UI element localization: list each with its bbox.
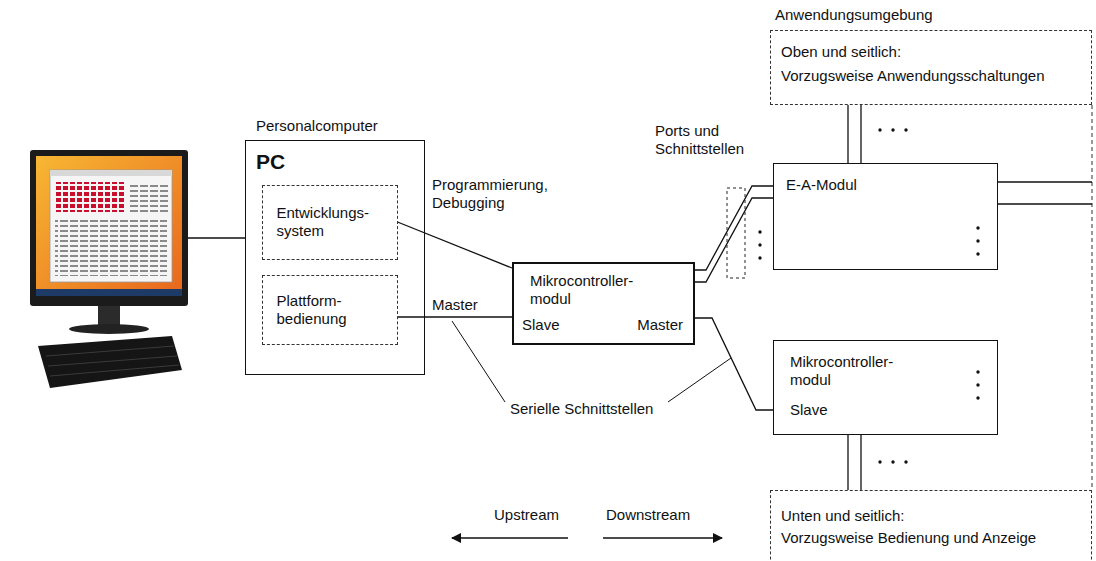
- box-text: Entwicklungs- system: [277, 204, 385, 240]
- box-title: PC: [256, 149, 285, 174]
- wire: [998, 181, 1092, 182]
- leader-line: [452, 321, 505, 402]
- connector: [847, 105, 848, 163]
- box-text: Mikrocontroller- modul: [530, 272, 648, 308]
- connector: [860, 105, 861, 163]
- computer-box: PersonalcomputerPCEntwicklungs- systemPl…: [245, 140, 425, 375]
- box-text: Plattform- bedienung: [277, 292, 385, 328]
- port-role: Slave: [790, 401, 828, 419]
- connector: [860, 435, 861, 490]
- wire: [998, 203, 1092, 204]
- box-heading: Personalcomputer: [256, 117, 378, 135]
- io-module: E-A-Modul: [773, 163, 998, 270]
- software-box: Plattform- bedienung: [262, 275, 398, 345]
- leader-line: [668, 358, 731, 402]
- annotation: Serielle Schnittstellen: [510, 400, 653, 418]
- direction-arrow: [603, 537, 722, 538]
- monitor: [30, 150, 188, 334]
- connector: [398, 316, 513, 317]
- software-box: Entwicklungs- system: [262, 185, 398, 260]
- direction-arrow: [452, 537, 568, 538]
- environment-region: Unten und seitlich: Vorzugsweise Bedienun…: [770, 490, 1092, 561]
- region-text: Oben und seitlich:: [781, 43, 901, 61]
- region-text: Vorzugsweise Anwendungsschaltungen: [781, 67, 1045, 85]
- port-role: Master: [637, 316, 683, 334]
- microcontroller-module: Mikrocontroller- modulSlave: [773, 340, 998, 435]
- region-text: Unten und seitlich:: [781, 507, 904, 525]
- box-text: Mikrocontroller- modul: [790, 353, 908, 389]
- connector: [398, 222, 513, 268]
- connector: [695, 318, 773, 410]
- region-heading: Anwendungsumgebung: [775, 6, 933, 24]
- keyboard: [38, 336, 182, 388]
- port-bracket: [727, 188, 745, 278]
- connector: [847, 435, 848, 490]
- edge-label: Programmierung, Debugging: [432, 176, 564, 212]
- port-role: Slave: [522, 316, 560, 334]
- direction-label: Downstream: [606, 506, 690, 524]
- annotation: Ports und Schnittstellen: [655, 122, 755, 158]
- edge-label: Master: [432, 296, 478, 314]
- monitor-cable: [188, 237, 245, 238]
- continuation-dots: [758, 128, 979, 463]
- box-text: E-A-Modul: [786, 176, 857, 194]
- environment-region: AnwendungsumgebungOben und seitlich:Vorz…: [770, 30, 1092, 105]
- direction-label: Upstream: [494, 506, 559, 524]
- region-border: [1092, 105, 1093, 490]
- connector: [695, 198, 773, 282]
- microcontroller-module: Mikrocontroller- modulSlave Master: [512, 262, 695, 345]
- region-text: Vorzugsweise Bedienung und Anzeige: [781, 529, 1036, 547]
